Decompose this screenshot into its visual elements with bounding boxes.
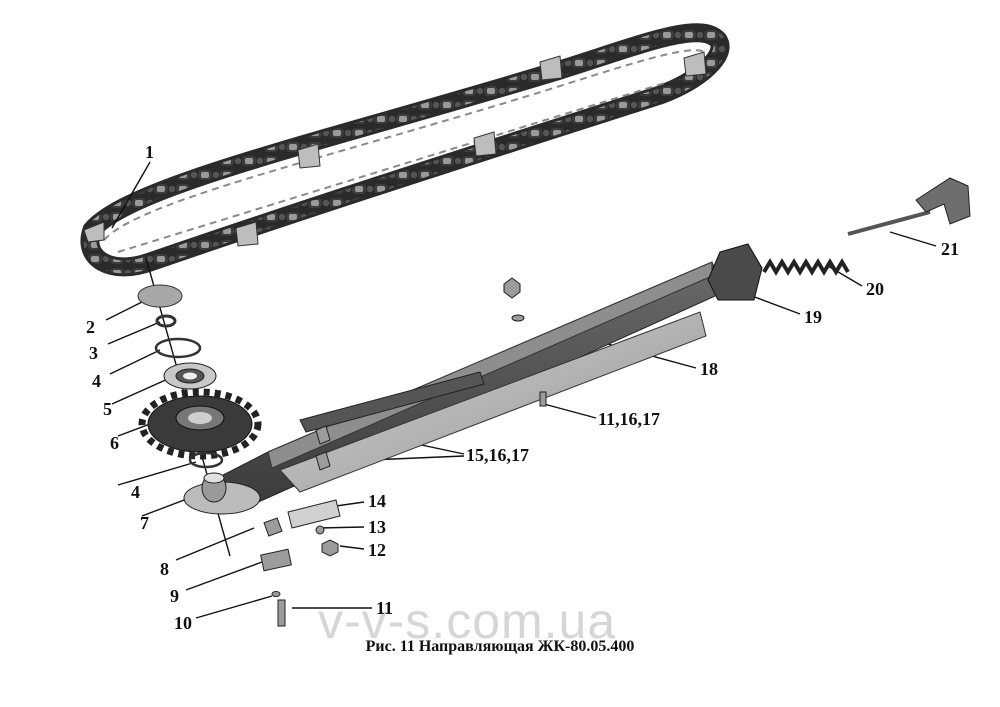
roller-chain [80,23,730,277]
guide-rail-shape [183,261,725,515]
tensioner-bracket-shape [707,243,763,301]
callout-18: 18 [700,359,718,379]
callout-4-lower: 4 [131,482,140,502]
spring-shape [762,258,850,276]
callout-6: 6 [110,433,119,453]
callout-5: 5 [103,399,112,419]
bearing-shape [163,362,217,390]
callout-11-lower: 11 [376,598,394,618]
callout-11-16-17: 11,16,17 [598,409,661,429]
tension-rod-shape [847,177,971,236]
circlip-shape [155,314,177,328]
callout-8: 8 [160,559,169,579]
callout-4-upper: 4 [92,371,101,391]
callout-2: 2 [86,317,95,337]
figure-caption: Рис. 11 Направляющая ЖК-80.05.400 [365,638,635,655]
callout-9: 9 [170,586,179,606]
sprocket-shape [138,388,262,460]
ring-shape-2 [188,451,224,469]
callout-1: 1 [145,142,154,162]
callout-19: 19 [804,307,822,327]
watermark: v-v-s.com.ua [318,593,617,649]
fasteners [260,277,547,627]
callout-7: 7 [140,513,149,533]
callout-14: 14 [368,491,386,511]
callout-12: 12 [368,540,386,560]
callout-20: 20 [866,279,884,299]
callout-3: 3 [89,343,98,363]
callout-13: 13 [368,517,386,537]
cover-disc-shape [137,284,183,308]
callout-10: 10 [174,613,192,633]
ring-shape [154,337,202,359]
callout-15-16-17: 15,16,17 [466,445,529,465]
callout-21: 21 [941,239,959,259]
